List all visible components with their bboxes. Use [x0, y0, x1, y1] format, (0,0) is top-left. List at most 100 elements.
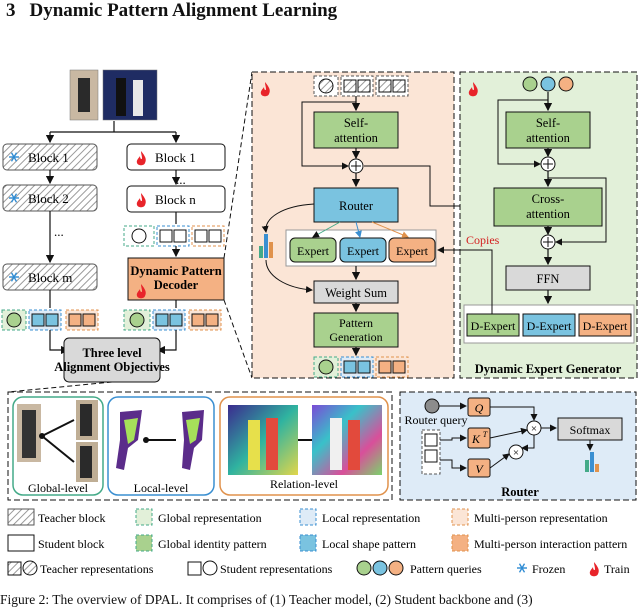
- copies-label: Copies: [466, 233, 500, 247]
- pattern-queries: [522, 76, 574, 92]
- local-level: Local-level: [107, 396, 215, 496]
- svg-text:Multi-person representation: Multi-person representation: [474, 511, 608, 525]
- svg-text:Pattern queries: Pattern queries: [410, 562, 482, 576]
- weight-sum: Weight Sum: [313, 280, 399, 304]
- svg-text:Student representations: Student representations: [220, 562, 333, 576]
- generator-ffn: FFN: [505, 265, 591, 291]
- legend-item: Global identity pattern: [135, 534, 267, 552]
- legend-item: Student representations: [187, 560, 333, 576]
- legend-item: Student block: [7, 534, 104, 552]
- svg-text:Teacher representations: Teacher representations: [40, 562, 154, 576]
- global-level: Global-level: [12, 396, 104, 496]
- histogram-icon: [585, 452, 599, 472]
- teacher-block-1: Block 1: [2, 143, 98, 171]
- svg-text:Expert: Expert: [396, 244, 429, 258]
- decoder-queries: [313, 75, 409, 97]
- svg-text:Student block: Student block: [38, 537, 104, 551]
- svg-text:Router: Router: [501, 485, 539, 499]
- svg-text:Router query: Router query: [405, 413, 468, 427]
- teacher-block-label: Block m: [28, 270, 72, 285]
- student-block-label: Block n: [155, 192, 196, 207]
- decoder-self-attention: Self-attention: [313, 111, 399, 149]
- d-expert-2: D-Expert: [522, 313, 576, 337]
- legend-item: Local representation: [299, 508, 420, 526]
- decoder-router: Router: [313, 187, 399, 223]
- histogram-icon: [259, 234, 273, 258]
- svg-text:Expert: Expert: [347, 244, 380, 258]
- legend-item: Frozen: [516, 562, 565, 576]
- svg-text:Global representation: Global representation: [158, 511, 262, 525]
- svg-text:Global identity pattern: Global identity pattern: [158, 537, 267, 551]
- legend-item: Local shape pattern: [299, 534, 416, 552]
- expert-1: Expert: [289, 237, 337, 263]
- svg-text:Global-level: Global-level: [28, 481, 89, 495]
- snowflake-icon: [516, 563, 528, 573]
- svg-text:Frozen: Frozen: [532, 562, 565, 576]
- teacher-block-m: Block m: [2, 263, 98, 291]
- svg-text:K: K: [471, 432, 481, 446]
- dpal-overview-figure: Block 1 Block 2 ... Block m Block 1 ... …: [1, 69, 638, 577]
- svg-text:×: ×: [513, 447, 519, 459]
- circle-plus-icon: [348, 158, 364, 174]
- svg-text:T: T: [483, 430, 488, 439]
- svg-text:FFN: FFN: [537, 272, 560, 286]
- svg-text:Expert: Expert: [297, 244, 330, 258]
- svg-text:Teacher block: Teacher block: [38, 511, 105, 525]
- svg-text:Local shape pattern: Local shape pattern: [322, 537, 416, 551]
- student-ellipsis: ...: [176, 172, 186, 187]
- expert-3: Expert: [388, 237, 436, 263]
- section-heading: 3 Dynamic Pattern Alignment Learning: [6, 0, 337, 22]
- input-images: [69, 69, 158, 121]
- teacher-ellipsis: ...: [54, 224, 64, 239]
- legend-item: Multi-person interaction pattern: [451, 534, 627, 552]
- expert-2: Expert: [339, 237, 387, 263]
- svg-text:×: ×: [531, 423, 537, 435]
- student-block-n: Block n: [126, 185, 226, 213]
- circle-plus-icon: [540, 156, 556, 172]
- circle-plus-icon: [540, 234, 556, 250]
- svg-text:Self-attention: Self-attention: [526, 116, 570, 145]
- svg-text:Relation-level: Relation-level: [270, 477, 339, 491]
- legend-item: Train: [589, 562, 630, 577]
- student-block-label: Block 1: [155, 150, 196, 165]
- svg-text:Multi-person interaction patte: Multi-person interaction pattern: [474, 537, 627, 551]
- svg-text:Weight Sum: Weight Sum: [325, 286, 387, 300]
- svg-text:D-Expert: D-Expert: [583, 319, 628, 333]
- legend-item: Teacher block: [7, 508, 105, 526]
- teacher-block-label: Block 2: [28, 191, 69, 206]
- teacher-representations: [1, 309, 99, 331]
- router-detail: Router query Q K T V × × Softmax Router: [405, 397, 623, 499]
- generator-self-attention: Self-attention: [505, 111, 591, 149]
- student-patterns: [123, 309, 222, 331]
- legend-item: Pattern queries: [356, 560, 482, 576]
- svg-text:V: V: [475, 462, 484, 476]
- svg-text:Cross-attention: Cross-attention: [526, 192, 570, 221]
- svg-text:Local-level: Local-level: [134, 481, 189, 495]
- teacher-block-2: Block 2: [2, 184, 98, 212]
- section-number: 3: [6, 0, 16, 21]
- svg-text:Softmax: Softmax: [570, 423, 611, 437]
- fire-icon: [589, 562, 599, 577]
- relation-level: Relation-level: [219, 396, 389, 496]
- d-expert-1: D-Expert: [466, 313, 520, 337]
- student-intermediate-representations: [123, 225, 225, 247]
- figure-caption: Figure 2: The overview of DPAL. It compr…: [0, 592, 533, 607]
- student-block-1: Block 1: [126, 143, 226, 171]
- decoder-output-patterns: [313, 356, 409, 378]
- svg-text:Q: Q: [475, 401, 484, 415]
- legend-item: Multi-person representation: [451, 508, 608, 526]
- generator-cross-attention: Cross-attention: [493, 187, 603, 227]
- circle-times-icon: [508, 444, 524, 460]
- section-title: Dynamic Pattern Alignment Learning: [29, 0, 338, 21]
- teacher-block-label: Block 1: [28, 150, 69, 165]
- svg-text:Local representation: Local representation: [322, 511, 420, 525]
- legend-item: Teacher representations: [7, 560, 154, 576]
- svg-text:D-Expert: D-Expert: [471, 319, 516, 333]
- svg-text:Router: Router: [339, 199, 374, 213]
